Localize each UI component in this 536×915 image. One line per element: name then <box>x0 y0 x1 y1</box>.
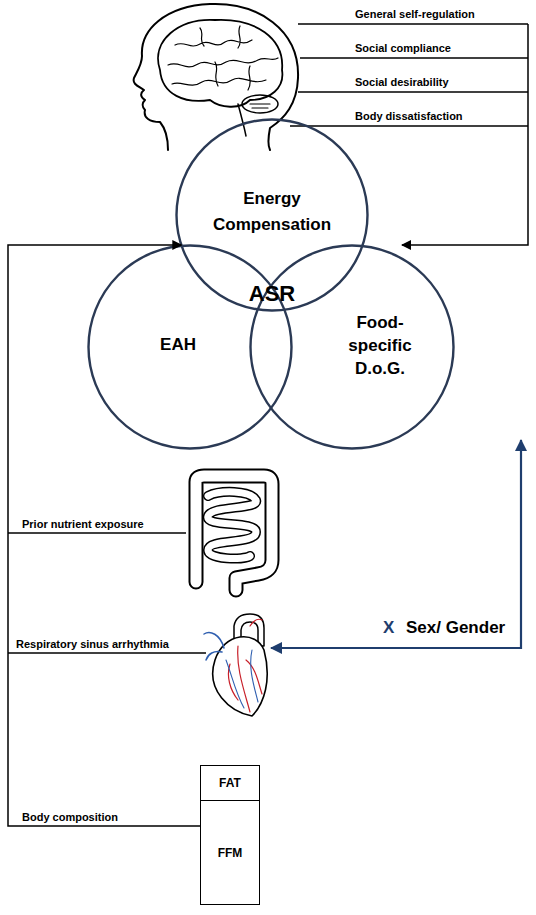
factor-label: Body dissatisfaction <box>355 110 463 122</box>
circle-outline <box>89 246 292 449</box>
intestine-icon <box>196 476 272 590</box>
factor-label: Social compliance <box>355 42 451 54</box>
leader-line <box>298 91 528 93</box>
cerebellum <box>242 95 278 113</box>
large-intestine-outline <box>196 476 272 590</box>
node-text: Food-specific D.o.G. <box>337 311 423 380</box>
factor-label: General self-regulation <box>355 8 475 20</box>
node-text: FAT <box>219 776 241 790</box>
circle-outline <box>177 120 368 311</box>
factor-label: Social desirability <box>355 76 449 88</box>
circle-outline <box>251 246 454 449</box>
factor-label: Respiratory sinus arrhythmia <box>16 638 169 650</box>
venn-circle: Food-specific D.o.G. <box>249 244 455 450</box>
coronary-vein <box>226 650 258 708</box>
heart-body <box>213 637 267 716</box>
center-label: ASR <box>232 281 312 307</box>
node-text: FFM <box>218 846 243 860</box>
leader-line <box>300 57 528 59</box>
pulmonary-vessel <box>204 633 224 660</box>
composition-box: FAT <box>200 765 260 801</box>
brain-factor-lines <box>290 24 528 245</box>
brain-stem <box>238 104 246 136</box>
feedback-line <box>402 24 528 245</box>
leader-line <box>298 23 528 25</box>
brain-outline <box>158 20 282 107</box>
moderator-arrow <box>271 647 521 649</box>
factor-branch-lines <box>8 533 206 653</box>
moderator-arrow <box>520 440 522 649</box>
factor-label: Body composition <box>22 811 118 823</box>
heart-icon <box>204 614 267 716</box>
coronary-artery <box>228 619 262 712</box>
node-text: EAH <box>133 334 223 356</box>
branch-line <box>8 532 186 534</box>
composition-box: FFM <box>200 800 260 905</box>
leader-line <box>290 125 528 127</box>
brain-head-icon <box>134 4 298 150</box>
venn-circle: EAH <box>87 244 293 450</box>
moderator-arrows <box>271 440 521 649</box>
factor-label: Prior nutrient exposure <box>22 518 144 530</box>
brain-gyri <box>168 26 278 108</box>
branch-line <box>8 652 206 654</box>
moderator-symbol: X <box>383 618 394 638</box>
moderator-label: Sex/ Gender <box>406 618 505 638</box>
aorta <box>234 614 264 646</box>
large-intestine-fill <box>196 476 272 590</box>
small-intestine-fill <box>208 492 256 559</box>
head-outline <box>134 4 298 150</box>
feedback-connector <box>8 245 200 826</box>
node-text: Energy Compensation <box>212 186 332 238</box>
small-intestine-outline <box>208 492 256 559</box>
